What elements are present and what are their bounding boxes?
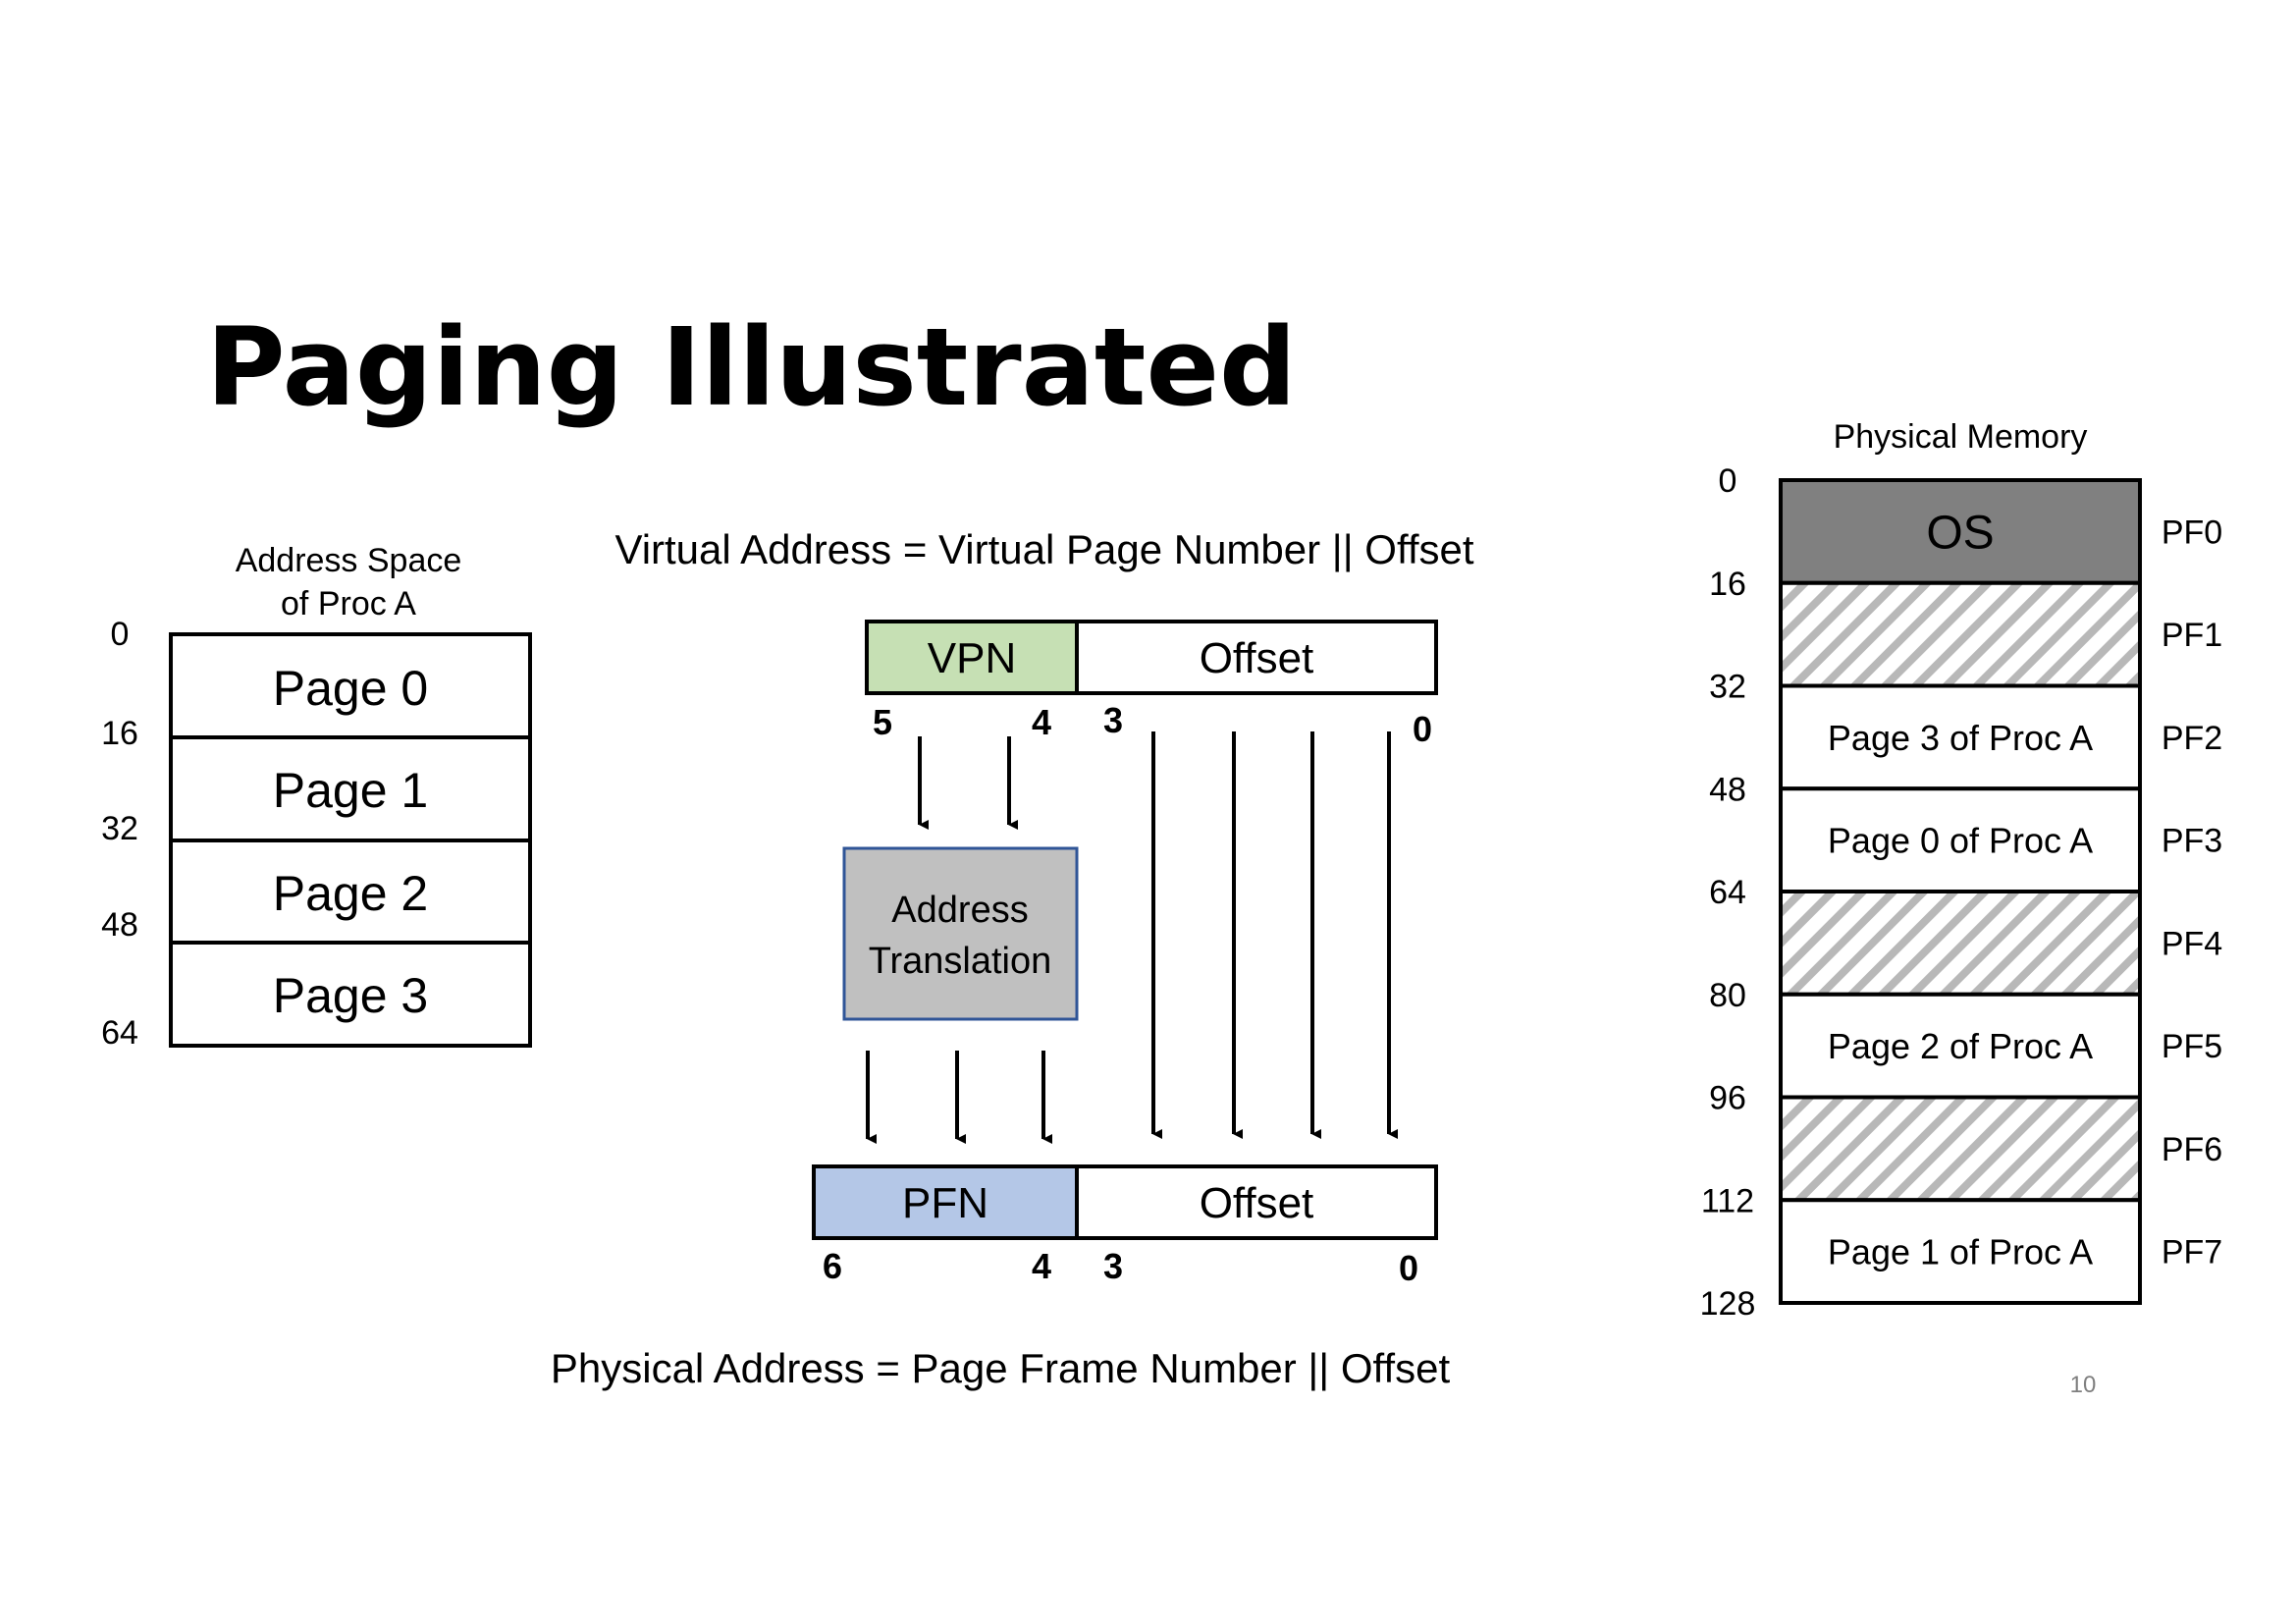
pfn-field <box>812 1164 1079 1240</box>
frame-id-label: PF0 <box>2162 514 2222 551</box>
vaddr-bit-0: 0 <box>1413 709 1432 749</box>
paddr-bit-6: 6 <box>823 1246 842 1286</box>
translation-line2: Translation <box>869 941 1052 982</box>
page-frame <box>1779 992 2142 1100</box>
address-label: 48 <box>101 906 138 944</box>
virtual-address-equation: Virtual Address = Virtual Page Number ||… <box>614 526 1473 572</box>
vaddr-offset-field <box>1075 620 1438 695</box>
paddr-offset-field <box>1075 1164 1438 1240</box>
vaddr-bit-5: 5 <box>873 702 892 742</box>
address-label: 16 <box>101 715 138 752</box>
physical-address-label: 64 <box>1709 874 1746 911</box>
vpn-field <box>865 620 1079 695</box>
frame-id-label: PF4 <box>2162 925 2222 962</box>
frame-label: Page 0 of Proc A <box>1828 821 2093 861</box>
frame-label: Page 2 of Proc A <box>1828 1026 2093 1066</box>
frame-label: OS <box>1926 507 1994 559</box>
pfn-label: PFN <box>902 1179 988 1227</box>
vaddr-bit-3: 3 <box>1103 700 1123 740</box>
frame-id-label: PF6 <box>2162 1131 2222 1168</box>
address-space-page-1: Page 1 <box>273 763 428 818</box>
physical-address-label: 32 <box>1709 669 1746 706</box>
frame-id-label: PF2 <box>2162 720 2222 757</box>
address-label: 0 <box>111 616 130 653</box>
free-frame <box>1779 580 2142 688</box>
frame-id-label: PF1 <box>2162 617 2222 654</box>
physical-address-label: 16 <box>1709 566 1746 603</box>
address-space-heading-line1: Address Space <box>236 542 462 579</box>
free-frame <box>1779 890 2142 997</box>
frame-label: Page 3 of Proc A <box>1828 718 2093 758</box>
vpn-label: VPN <box>928 634 1016 682</box>
page-frame <box>1779 786 2142 893</box>
free-frame <box>1779 1095 2142 1203</box>
physical-address-label: 80 <box>1709 977 1746 1014</box>
translation-line1: Address <box>891 890 1028 931</box>
physical-address-label: 0 <box>1719 462 1737 500</box>
physical-address-equation: Physical Address = Page Frame Number || … <box>551 1345 1451 1391</box>
physical-address-label: 112 <box>1701 1182 1754 1219</box>
address-space-page-2: Page 2 <box>273 866 428 921</box>
physical-address-label: 96 <box>1709 1080 1746 1117</box>
slide-title: Paging Illustrated <box>206 304 1297 430</box>
physical-address-label: 48 <box>1709 771 1746 808</box>
address-space-diagram: Address Space of Proc A Page 0 Page 1 Pa… <box>101 542 532 1052</box>
slide-number: 10 <box>2070 1372 2097 1398</box>
paddr-bit-4: 4 <box>1032 1246 1051 1286</box>
address-space-page-3: Page 3 <box>273 968 428 1023</box>
vaddr-bit-4: 4 <box>1032 702 1051 742</box>
page-frame <box>1779 683 2142 791</box>
frame-id-label: PF7 <box>2162 1234 2222 1271</box>
physical-address-label: 128 <box>1700 1285 1756 1323</box>
address-label: 64 <box>101 1014 138 1052</box>
physical-memory-heading: Physical Memory <box>1834 418 2088 456</box>
frame-label: Page 1 of Proc A <box>1828 1232 2093 1272</box>
address-space-page-0: Page 0 <box>273 661 428 716</box>
address-translation-box <box>842 846 1079 1021</box>
vaddr-offset-label: Offset <box>1200 634 1314 682</box>
paddr-bit-0: 0 <box>1399 1248 1418 1288</box>
paddr-bit-3: 3 <box>1103 1246 1123 1286</box>
paddr-offset-label: Offset <box>1200 1179 1314 1227</box>
address-space-heading-line2: of Proc A <box>281 585 416 622</box>
frame-id-label: PF5 <box>2162 1028 2222 1065</box>
frame-id-label: PF3 <box>2162 823 2222 860</box>
translation-diagram: Virtual Address = Virtual Page Number ||… <box>551 526 1474 1391</box>
page-frame <box>1779 1198 2142 1305</box>
address-label: 32 <box>101 810 138 847</box>
